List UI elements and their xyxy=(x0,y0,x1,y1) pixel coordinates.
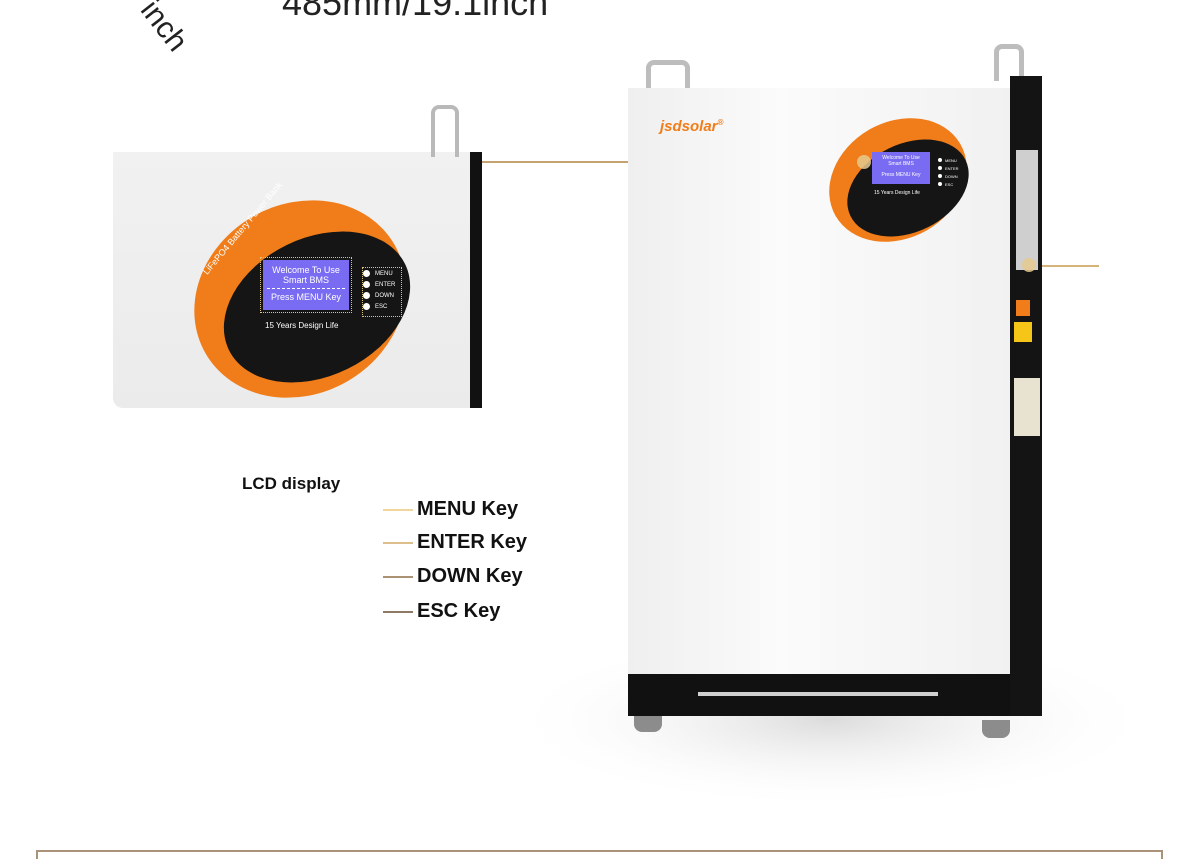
esc-key-callout: ESC Key xyxy=(383,600,500,623)
battery-unit: jsdsolar® Welcome To Use Smart BMS Press… xyxy=(626,44,1046,750)
down-key-label: DOWN Key xyxy=(417,565,523,587)
brand-logo-text: jsdsolar xyxy=(660,118,718,135)
down-button-label: DOWN xyxy=(375,292,394,299)
battery-enter-label: ENTER xyxy=(945,165,959,171)
battery-down-label: DOWN xyxy=(945,173,958,179)
power-switch-icon[interactable] xyxy=(1016,300,1030,316)
battery-buttons: MENU ENTER DOWN ESC xyxy=(938,156,959,188)
panel-button-group: MENU ENTER DOWN ESC xyxy=(362,267,402,317)
battery-esc-label: ESC xyxy=(945,181,954,187)
registered-mark: ® xyxy=(717,118,724,127)
brand-logo: jsdsolar® xyxy=(660,118,723,135)
enter-key-label: ENTER Key xyxy=(417,531,528,553)
battery-menu-button[interactable]: MENU xyxy=(938,156,959,164)
battery-handle-right xyxy=(994,44,1024,81)
battery-side-rail xyxy=(1016,150,1038,270)
zoomed-handle xyxy=(431,105,459,157)
menu-key-label: MENU Key xyxy=(417,498,519,520)
down-key-callout: DOWN Key xyxy=(383,565,523,588)
foot-right xyxy=(982,720,1010,738)
lcd-line-3: Press MENU Key xyxy=(270,292,341,302)
lcd-screen: Welcome To Use Smart BMS Press MENU Key xyxy=(260,257,352,313)
callout-dot-display xyxy=(857,155,871,169)
battery-lcd-line-1: Welcome To Use xyxy=(882,155,920,161)
battery-lcd-line-3: Press MENU Key xyxy=(881,172,921,178)
enter-button-label: ENTER xyxy=(375,281,396,288)
esc-button[interactable]: ESC xyxy=(363,301,401,312)
menu-button-label: MENU xyxy=(375,270,393,277)
esc-key-label: ESC Key xyxy=(417,600,501,622)
lcd-line-1: Welcome To Use xyxy=(272,265,340,275)
callout-dot-side xyxy=(1022,258,1036,272)
zoomed-side-edge xyxy=(470,152,482,408)
battery-esc-button[interactable]: ESC xyxy=(938,180,959,188)
menu-key-callout: MENU Key xyxy=(383,498,518,521)
lcd-display-label: LCD display xyxy=(242,474,341,493)
battery-enter-button[interactable]: ENTER xyxy=(938,164,959,172)
battery-base xyxy=(628,674,1010,716)
breaker-icon[interactable] xyxy=(1014,322,1032,342)
menu-button[interactable]: MENU xyxy=(363,268,401,279)
battery-menu-label: MENU xyxy=(945,157,957,163)
down-button[interactable]: DOWN xyxy=(363,290,401,301)
battery-handle-left xyxy=(646,60,690,91)
spec-label xyxy=(1014,378,1040,436)
battery-lcd: Welcome To Use Smart BMS Press MENU Key xyxy=(872,152,930,184)
battery-design-life: 15 Years Design Life xyxy=(874,190,920,196)
design-life-text: 15 Years Design Life xyxy=(265,321,339,330)
battery-lcd-line-2: Smart BMS xyxy=(888,161,914,167)
enter-key-callout: ENTER Key xyxy=(383,531,527,554)
zoomed-panel: LiFePO4 Battery Power Bank Welcome To Us… xyxy=(113,152,470,408)
foot-left xyxy=(634,716,662,732)
width-dimension-label: 485mm/19.1inch xyxy=(282,0,549,23)
enter-button[interactable]: ENTER xyxy=(363,279,401,290)
esc-button-label: ESC xyxy=(375,303,388,310)
lcd-line-2: Smart BMS xyxy=(282,275,329,285)
battery-down-button[interactable]: DOWN xyxy=(938,172,959,180)
